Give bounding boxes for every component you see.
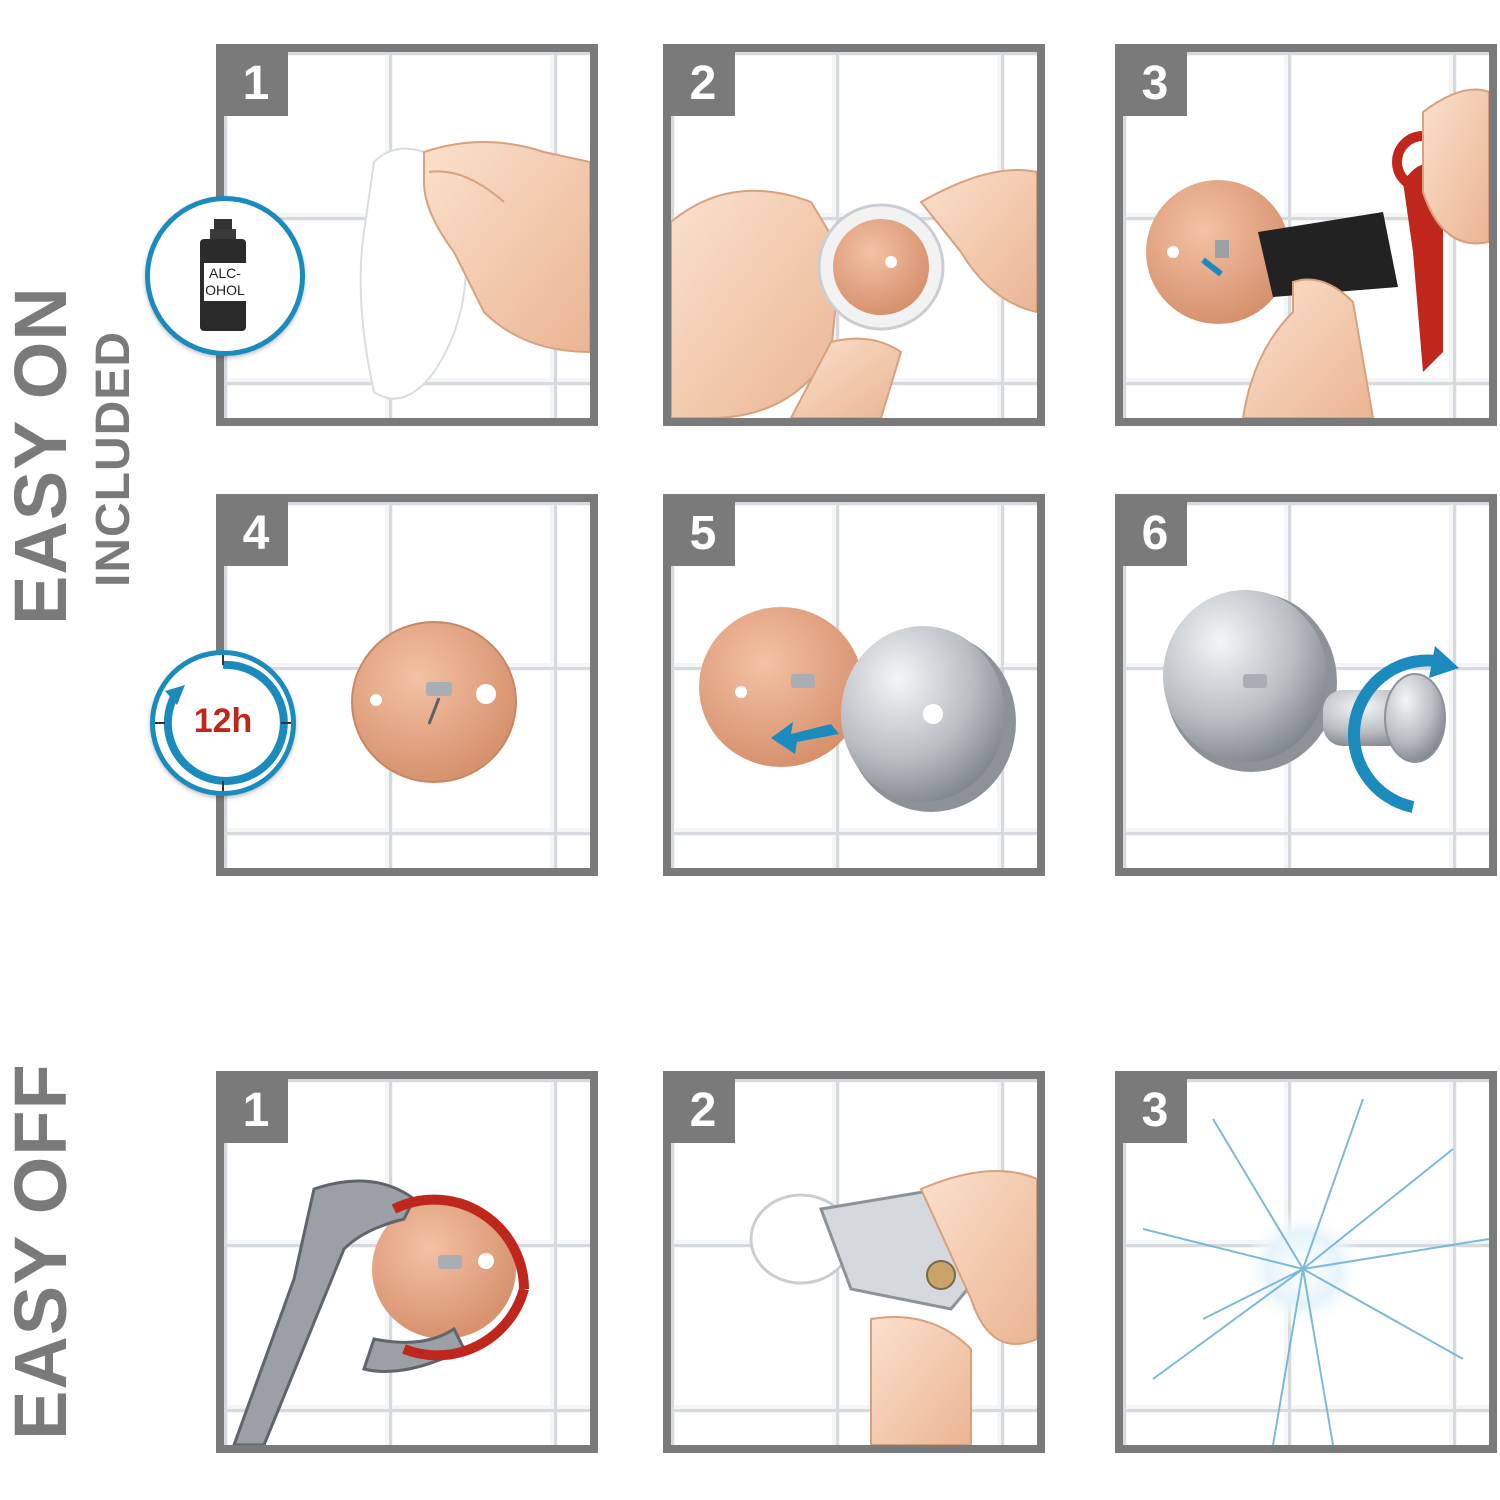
timer-label: 12h (193, 702, 253, 740)
step-number: 2 (671, 1079, 735, 1143)
peel-adhesive-ring-icon (671, 52, 1037, 418)
easy-on-step-5-panel: 5 (663, 494, 1045, 876)
easy-on-step-1-panel: 1 (216, 44, 598, 426)
step-number: 3 (1123, 1079, 1187, 1143)
easy-off-step-2-panel: 2 (663, 1071, 1045, 1453)
alcohol-label: ALC- OHOL (204, 263, 246, 301)
easy-off-label: EASY OFF (0, 1063, 82, 1440)
clean-tile-sparkle-icon (1123, 1079, 1489, 1445)
clock-arrow-icon (155, 655, 291, 791)
alcohol-badge: ALC- OHOL (145, 196, 305, 356)
easy-off-step-1-panel: 1 (216, 1071, 598, 1453)
step-number: 3 (1123, 52, 1187, 116)
step-number: 2 (671, 52, 735, 116)
apply-glue-icon (1123, 52, 1489, 418)
step-number: 5 (671, 502, 735, 566)
easy-off-step-3-panel: 3 (1115, 1071, 1497, 1453)
wipe-with-cloth-icon (224, 52, 590, 418)
step-number: 4 (224, 502, 288, 566)
easy-on-step-3-panel: 3 (1115, 44, 1497, 426)
step-number: 6 (1123, 502, 1187, 566)
timer-badge: 12h (150, 650, 296, 796)
easy-on-label: EASY ON (0, 286, 82, 625)
easy-on-step-6-panel: 6 (1115, 494, 1497, 876)
easy-on-step-2-panel: 2 (663, 44, 1045, 426)
step-number: 1 (224, 1079, 288, 1143)
included-label: INCLUDED (87, 331, 140, 587)
step-number: 1 (224, 52, 288, 116)
